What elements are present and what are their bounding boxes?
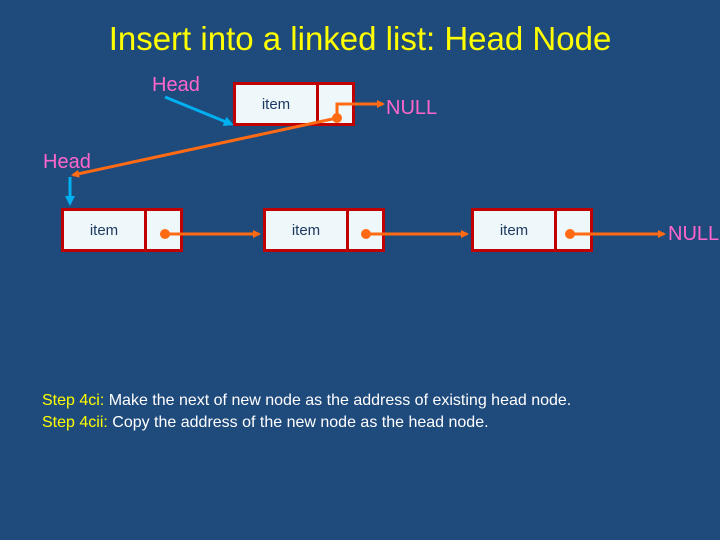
- step-4cii: Step 4cii: Copy the address of the new n…: [42, 412, 571, 434]
- list-node-2-pointer: [346, 211, 382, 249]
- new-node-null: NULL: [386, 97, 438, 119]
- new-node-null-arrow: [335, 100, 385, 118]
- new-node-item: item: [261, 95, 291, 113]
- head-label-left: Head: [43, 151, 91, 173]
- step-4ci-text: Make the next of new node as the address…: [104, 392, 572, 409]
- list-node-1-pointer: [144, 211, 180, 249]
- step-4ci: Step 4ci: Make the next of new node as t…: [42, 390, 571, 412]
- list-null: NULL: [668, 223, 720, 245]
- list-node-1-item: item: [89, 221, 119, 239]
- new-node-pointer: [316, 85, 352, 123]
- list-node-3-pointer: [554, 211, 590, 249]
- steps-text: Step 4ci: Make the next of new node as t…: [42, 390, 571, 434]
- step-4ci-key: Step 4ci:: [42, 392, 105, 409]
- list-node-2-item: item: [291, 221, 321, 239]
- new-node-next-arrow: [71, 116, 338, 178]
- head-label-top: Head: [152, 74, 200, 96]
- head-top-arrow: [164, 95, 234, 126]
- list-node-3-item: item: [499, 221, 529, 239]
- step-4cii-text: Copy the address of the new node as the …: [107, 414, 489, 431]
- step-4cii-key: Step 4cii:: [42, 414, 108, 431]
- page-title: Insert into a linked list: Head Node: [108, 20, 612, 57]
